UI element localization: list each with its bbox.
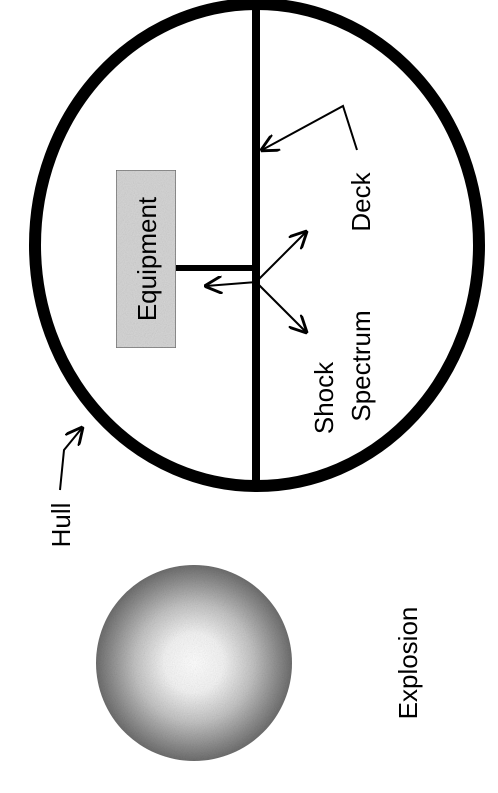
explosion-label: Explosion xyxy=(393,607,423,720)
hull-label: Hull xyxy=(46,503,76,548)
equipment-label: Equipment xyxy=(132,196,162,321)
deck-label: Deck xyxy=(346,171,376,231)
deck-leader xyxy=(262,106,357,150)
hull-leader xyxy=(60,428,82,490)
shock-label-line2: Spectrum xyxy=(346,310,376,421)
shock-arrow-up-right xyxy=(256,232,306,282)
shock-arrow-left xyxy=(206,282,256,286)
explosion-sphere xyxy=(96,565,292,761)
shock-label-line1: Shock xyxy=(309,361,339,434)
shock-arrow-down-right xyxy=(256,282,306,332)
